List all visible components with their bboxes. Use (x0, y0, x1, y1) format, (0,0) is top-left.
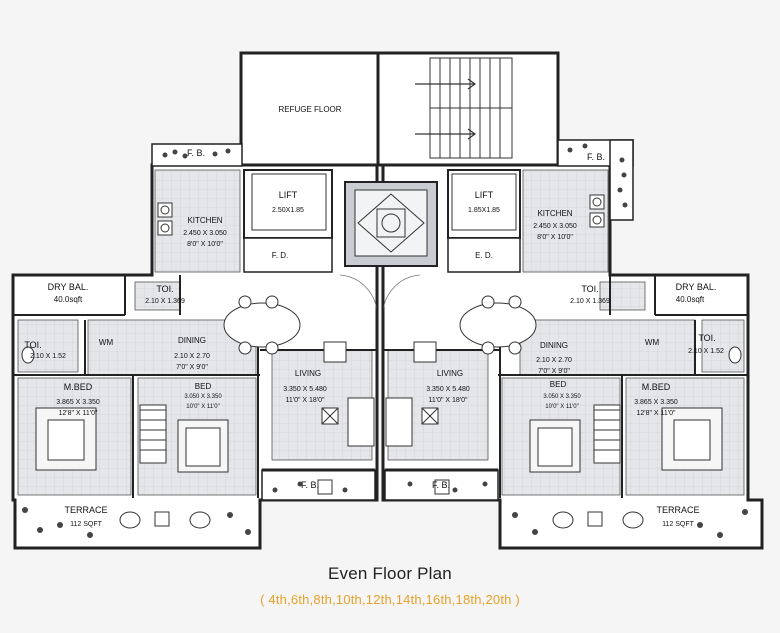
lift-left-label: LIFT (279, 190, 298, 200)
living-right-size: 3.350 X 5.480 (426, 386, 470, 393)
bed-right-imperial: 10'0" X 11'0" (545, 404, 578, 410)
kitchen-left-label: KITCHEN (187, 216, 222, 225)
labels-right: F. B. LIFT 1.85X1.85 E. D. KITCHEN 2.450… (426, 152, 724, 528)
flower-bed-top-left (151, 143, 243, 167)
interior-walls (13, 275, 748, 501)
terrace-left-size: 112 SQFT (70, 521, 102, 528)
kitchen-right-size: 2.450 X 3.050 (533, 223, 577, 230)
bed-left-imperial: 10'0" X 11'0" (186, 404, 219, 410)
kitchen-right-label: KITCHEN (537, 209, 572, 218)
kitchen-left-imperial: 8'0" X 10'0" (187, 241, 223, 248)
mbed-right-size: 3.865 X 3.350 (634, 399, 678, 406)
lift-right-size: 1.85X1.85 (468, 207, 500, 214)
toi-small-left-size: 2.10 X 1.369 (145, 298, 185, 305)
mbed-right-imperial: 12'8" X 11'0" (636, 410, 676, 417)
dining-right-label: DINING (540, 341, 568, 350)
wm-right: WM (645, 338, 660, 347)
toi-right-label: TOI. (698, 333, 715, 343)
kitchen-left-size: 2.450 X 3.050 (183, 230, 227, 237)
fb-bottom-right: F. B. (432, 480, 450, 490)
dining-right-imperial: 7'0" X 9'0" (538, 368, 570, 375)
greenery (22, 143, 748, 538)
furniture (21, 194, 742, 529)
bed-left-label: BED (195, 382, 212, 391)
ed-label: E. D. (475, 251, 493, 260)
living-right-imperial: 11'0" X 18'0" (428, 397, 468, 404)
fd-label: F. D. (272, 251, 288, 260)
bed-right-size: 3.050 X 3.350 (543, 394, 581, 400)
living-right-label: LIVING (437, 369, 463, 378)
dining-left-label: DINING (178, 336, 206, 345)
lift-lobby (243, 169, 521, 470)
terrace-left-label: TERRACE (64, 505, 107, 515)
dry-bal-right-size: 40.0sqft (676, 295, 705, 304)
toi-left-size: 2.10 X 1.52 (30, 353, 66, 360)
mbed-left-imperial: 12'8" X 11'0" (58, 410, 98, 417)
dry-bal-left-label: DRY BAL. (48, 282, 89, 292)
living-left-size: 3.350 X 5.480 (283, 386, 327, 393)
dry-bal-right-label: DRY BAL. (676, 282, 717, 292)
wm-left: WM (99, 338, 114, 347)
dining-left-imperial: 7'0" X 9'0" (176, 364, 208, 371)
plan-floors: ( 4th,6th,8th,10th,12th,14th,16th,18th,2… (260, 592, 520, 607)
bed-left-size: 3.050 X 3.350 (184, 394, 222, 400)
dining-left-size: 2.10 X 2.70 (174, 353, 210, 360)
living-left-label: LIVING (295, 369, 321, 378)
lift-left-size: 2.50X1.85 (272, 207, 304, 214)
living-left-imperial: 11'0" X 18'0" (285, 397, 325, 404)
refuge-floor-label: REFUGE FLOOR (278, 105, 341, 114)
mbed-left-size: 3.865 X 3.350 (56, 399, 100, 406)
bed-right-label: BED (550, 380, 567, 389)
mbed-left-label: M.BED (64, 382, 93, 392)
plan-title: Even Floor Plan (328, 564, 452, 583)
terrace-right-label: TERRACE (656, 505, 699, 515)
core-upper: REFUGE FLOOR (239, 51, 560, 167)
kitchen-right-imperial: 8'0" X 10'0" (537, 234, 573, 241)
dry-bal-left-size: 40.0sqft (54, 295, 83, 304)
fb-bottom-left: F. B. (301, 480, 319, 490)
toi-small-right-size: 2.10 X 1.369 (570, 298, 610, 305)
labels-left: F. B. LIFT 2.50X1.85 F. D. KITCHEN 2.450… (24, 148, 327, 528)
terrace-right-size: 112 SQFT (662, 521, 694, 528)
toi-small-left-label: TOI. (156, 284, 173, 294)
fb-top-left: F. B. (187, 148, 205, 158)
floor-plan: REFUGE FLOOR (11, 51, 764, 550)
toi-small-right-label: TOI. (581, 284, 598, 294)
dining-right-size: 2.10 X 2.70 (536, 357, 572, 364)
flower-bed-side-right (609, 139, 634, 221)
mbed-right-label: M.BED (642, 382, 671, 392)
staircase (415, 57, 513, 159)
toi-right-size: 2.10 X 1.52 (688, 348, 724, 355)
lift-right-label: LIFT (475, 190, 494, 200)
toi-left-label: TOI. (24, 340, 41, 350)
fb-top-right: F. B. (587, 152, 605, 162)
